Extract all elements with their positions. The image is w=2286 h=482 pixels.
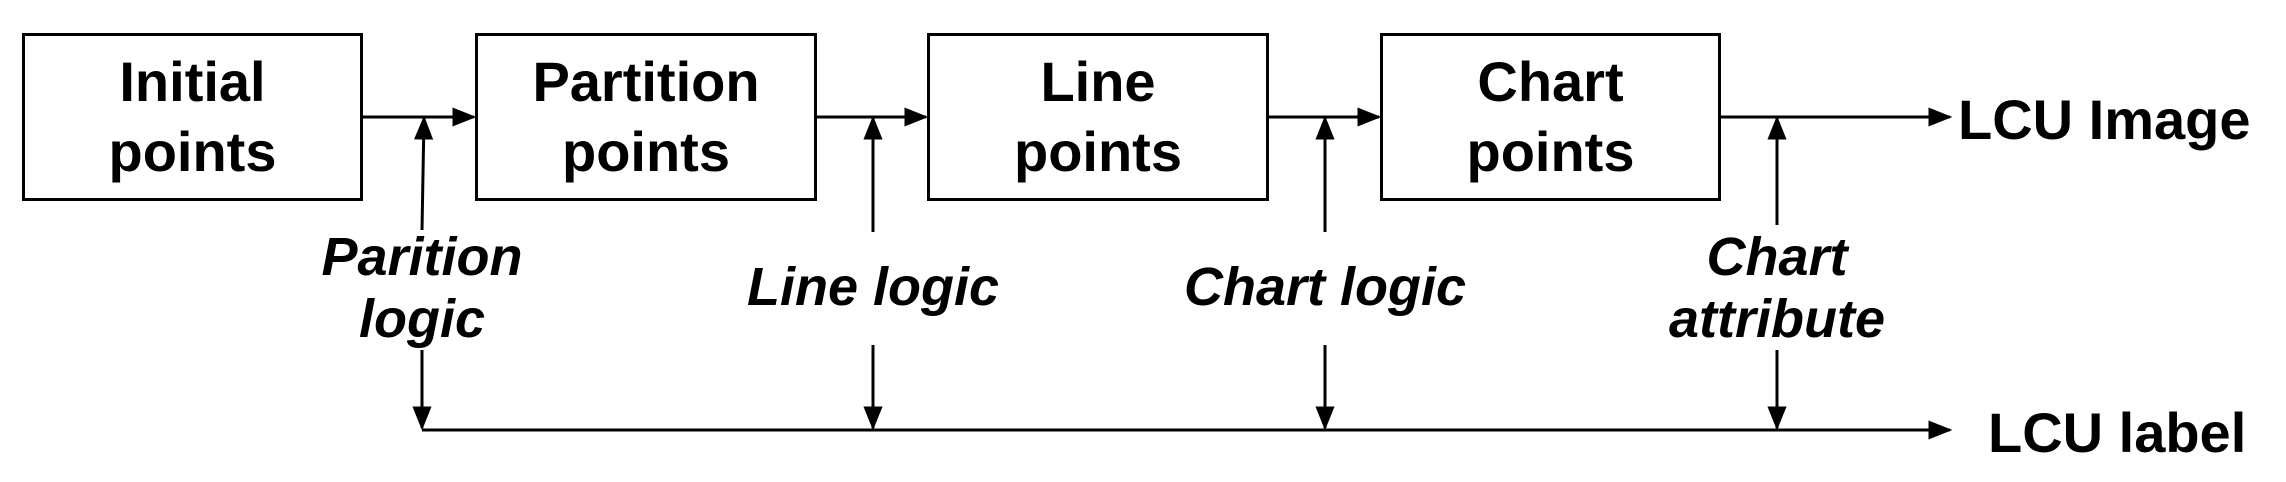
logic-label-line1: Chart — [1706, 227, 1848, 287]
box-label-line2: points — [1466, 120, 1635, 183]
lcu-image-output: LCU Image — [1958, 88, 2251, 151]
box-label-line1: Chart — [1477, 50, 1624, 113]
logic-label-line1: Line logic — [746, 257, 1000, 317]
partition-points-box: Partition points — [475, 33, 817, 201]
box-label-line2: points — [108, 120, 277, 183]
logic-label-line2: logic — [358, 289, 485, 349]
box-label-line1: Partition — [532, 50, 760, 113]
line-logic-label: Line logic — [747, 256, 999, 318]
chart-attribute-label: Chart attribute — [1669, 226, 1885, 350]
logic-label-line2: attribute — [1669, 289, 1885, 349]
box-label-line1: Line — [1040, 50, 1156, 113]
lcu-label-output: LCU label — [1988, 401, 2247, 464]
box-label-line2: points — [1014, 120, 1182, 183]
chart-points-box: Chart points — [1380, 33, 1721, 201]
arrow-up-partition-logic — [414, 115, 434, 231]
initial-points-box: Initial points — [22, 33, 363, 201]
logic-label-line1: Chart logic — [1183, 257, 1467, 317]
chart-logic-label: Chart logic — [1184, 256, 1466, 318]
logic-label-line1: Parition — [321, 227, 523, 287]
box-label-line1: Initial — [119, 50, 266, 113]
line-points-box: Line points — [927, 33, 1269, 201]
box-label-line2: points — [562, 120, 730, 183]
partition-logic-label: Parition logic — [321, 226, 522, 350]
